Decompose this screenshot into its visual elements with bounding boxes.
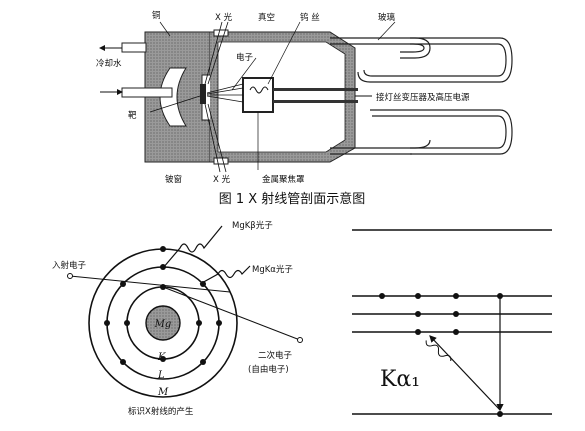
electrons	[104, 246, 222, 365]
vacuum-label: 真空	[258, 12, 275, 23]
nucleus-label: Mg	[154, 319, 172, 330]
target-face	[200, 84, 206, 104]
free-electron-label: (自由电子)	[248, 364, 289, 375]
focusing-cup-label: 金属聚焦罩	[262, 174, 305, 185]
photon-kalpha-label: MgKα光子	[252, 264, 293, 275]
xray-top-label: X 光	[215, 12, 233, 23]
shell-l-label: L	[157, 370, 165, 381]
glass-label: 玻璃	[378, 12, 396, 23]
target-label: 靶	[128, 110, 137, 121]
tungsten-filament	[249, 86, 269, 94]
copper-label: 铜	[152, 10, 161, 21]
figure-caption: 图 1 X 射线管剖面示意图	[219, 191, 366, 207]
power-supply-label: 接灯丝变压器及高压电源	[376, 92, 470, 103]
beryllium-window-bottom	[213, 157, 229, 165]
water-pipe-bottom	[121, 87, 173, 98]
transition-label: Kα₁	[380, 367, 420, 392]
atom-diagram: MgKβ光子 MgKα光子 入射电子 Mg K L M 二次电子 (自由电子) …	[52, 220, 303, 417]
energy-level-diagram: Kα₁	[352, 229, 552, 417]
cooling-water-label: 冷却水	[96, 58, 122, 69]
shell-m-label: M	[157, 387, 169, 398]
photon-kalpha-wave	[199, 265, 251, 285]
shell-k-label: K	[157, 352, 166, 363]
water-pipe-top	[121, 42, 147, 53]
xray-tube-diagram: 铜 X 光 真空 钨 丝 玻璃 冷却水 电子 靶 接灯丝变压器及高压电源 铍窗 …	[96, 10, 513, 185]
glass-envelope	[330, 37, 513, 155]
atom-caption: 标识X射线的产生	[128, 406, 194, 417]
nucleus	[145, 305, 181, 341]
xray-bottom-label: X 光	[213, 174, 231, 185]
secondary-electron-label: 二次电子	[258, 350, 293, 361]
photon-kbeta-wave	[162, 225, 223, 269]
window-label: 铍窗	[165, 174, 182, 185]
electron-label: 电子	[236, 52, 254, 63]
beryllium-window-top	[213, 29, 229, 37]
photon-kbeta-label: MgKβ光子	[232, 220, 273, 231]
emitted-photon-wave	[425, 340, 452, 362]
tungsten-label: 钨 丝	[300, 12, 320, 23]
incident-electron-label: 入射电子	[52, 260, 87, 271]
